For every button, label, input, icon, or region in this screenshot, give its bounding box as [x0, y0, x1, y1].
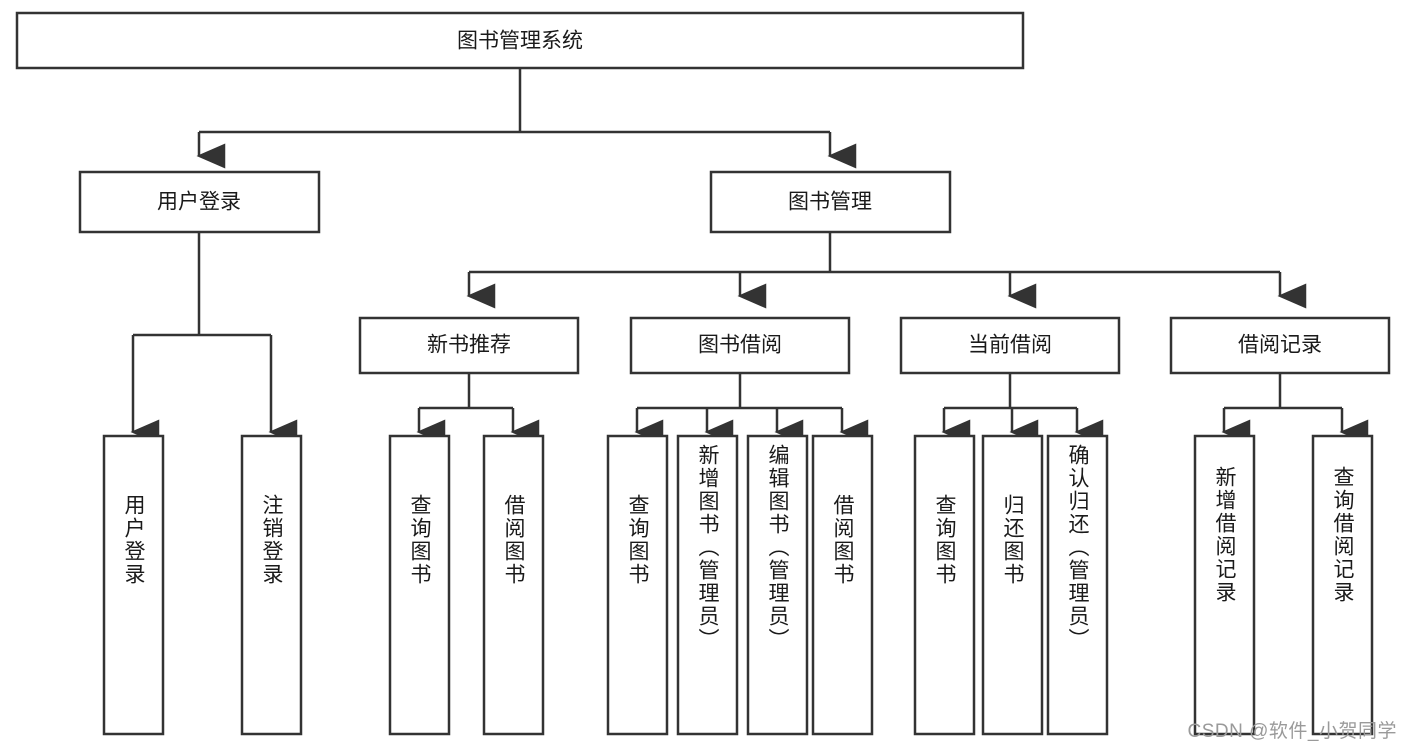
leaf-label-new-book-1: 查询图书	[408, 494, 431, 586]
leaf-label-wrap-current-borrow-3: 确认归还（管理员）	[1048, 444, 1107, 734]
leaf-label-borrow-record-1: 新增借阅记录	[1213, 466, 1236, 604]
leaf-book-borrow-2[interactable]	[676, 434, 739, 736]
leaf-label-user-login-1: 用户登录	[122, 494, 145, 586]
node-current-borrow[interactable]	[899, 316, 1121, 375]
leaf-label-wrap-new-book-2: 借阅图书	[484, 494, 543, 734]
leaf-label-book-borrow-3: 编辑图书（管理员）	[766, 444, 789, 651]
leaf-label-wrap-book-borrow-2: 新增图书（管理员）	[678, 444, 737, 734]
leaf-label-current-borrow-1: 查询图书	[933, 494, 956, 586]
leaf-label-current-borrow-2: 归还图书	[1001, 494, 1024, 586]
leaf-borrow-record-2[interactable]	[1311, 434, 1374, 736]
leaf-new-book-2[interactable]	[482, 434, 545, 736]
node-label-user-login: 用户登录	[157, 191, 241, 214]
node-label-book-management: 图书管理	[788, 191, 872, 214]
leaf-current-borrow-3[interactable]	[1046, 434, 1109, 736]
node-label-current-borrow: 当前借阅	[968, 334, 1052, 357]
leaf-label-wrap-current-borrow-1: 查询图书	[915, 494, 974, 734]
leaf-book-borrow-4[interactable]	[811, 434, 874, 736]
leaf-label-wrap-borrow-record-2: 查询借阅记录	[1313, 466, 1372, 734]
leaf-label-borrow-record-2: 查询借阅记录	[1331, 466, 1354, 604]
node-label-book-borrow: 图书借阅	[698, 334, 782, 357]
node-new-book-recommend[interactable]	[358, 316, 580, 375]
leaf-label-book-borrow-4: 借阅图书	[831, 494, 854, 586]
leaf-book-borrow-3[interactable]	[746, 434, 809, 736]
leaf-label-book-borrow-1: 查询图书	[626, 494, 649, 586]
leaf-user-login-1[interactable]	[102, 434, 165, 736]
node-label-root: 图书管理系统	[457, 30, 583, 53]
node-borrow-record[interactable]	[1169, 316, 1391, 375]
leaf-label-current-borrow-3: 确认归还（管理员）	[1066, 444, 1089, 651]
node-label-new-book-recommend: 新书推荐	[427, 334, 511, 357]
node-label-borrow-record: 借阅记录	[1238, 334, 1322, 357]
leaf-label-wrap-new-book-1: 查询图书	[390, 494, 449, 734]
leaf-borrow-record-1[interactable]	[1193, 434, 1256, 736]
leaf-label-wrap-current-borrow-2: 归还图书	[983, 494, 1042, 734]
leaf-current-borrow-1[interactable]	[913, 434, 976, 736]
leaf-label-wrap-user-login-1: 用户登录	[104, 494, 163, 734]
leaf-label-wrap-user-login-2: 注销登录	[242, 494, 301, 734]
node-book-management-system[interactable]	[15, 11, 1025, 70]
leaf-user-login-2[interactable]	[240, 434, 303, 736]
leaf-label-wrap-book-borrow-3: 编辑图书（管理员）	[748, 444, 807, 734]
leaf-label-user-login-2: 注销登录	[260, 494, 283, 586]
node-user-login[interactable]	[78, 170, 321, 234]
watermark-text: CSDN @软件_小贺同学	[1187, 721, 1397, 742]
leaf-label-wrap-borrow-record-1: 新增借阅记录	[1195, 466, 1254, 734]
leaf-label-book-borrow-2: 新增图书（管理员）	[696, 444, 719, 651]
leaf-new-book-1[interactable]	[388, 434, 451, 736]
leaf-current-borrow-2[interactable]	[981, 434, 1044, 736]
leaf-book-borrow-1[interactable]	[606, 434, 669, 736]
leaf-label-new-book-2: 借阅图书	[502, 494, 525, 586]
leaf-label-wrap-book-borrow-4: 借阅图书	[813, 494, 872, 734]
node-book-borrow[interactable]	[629, 316, 851, 375]
leaf-label-wrap-book-borrow-1: 查询图书	[608, 494, 667, 734]
